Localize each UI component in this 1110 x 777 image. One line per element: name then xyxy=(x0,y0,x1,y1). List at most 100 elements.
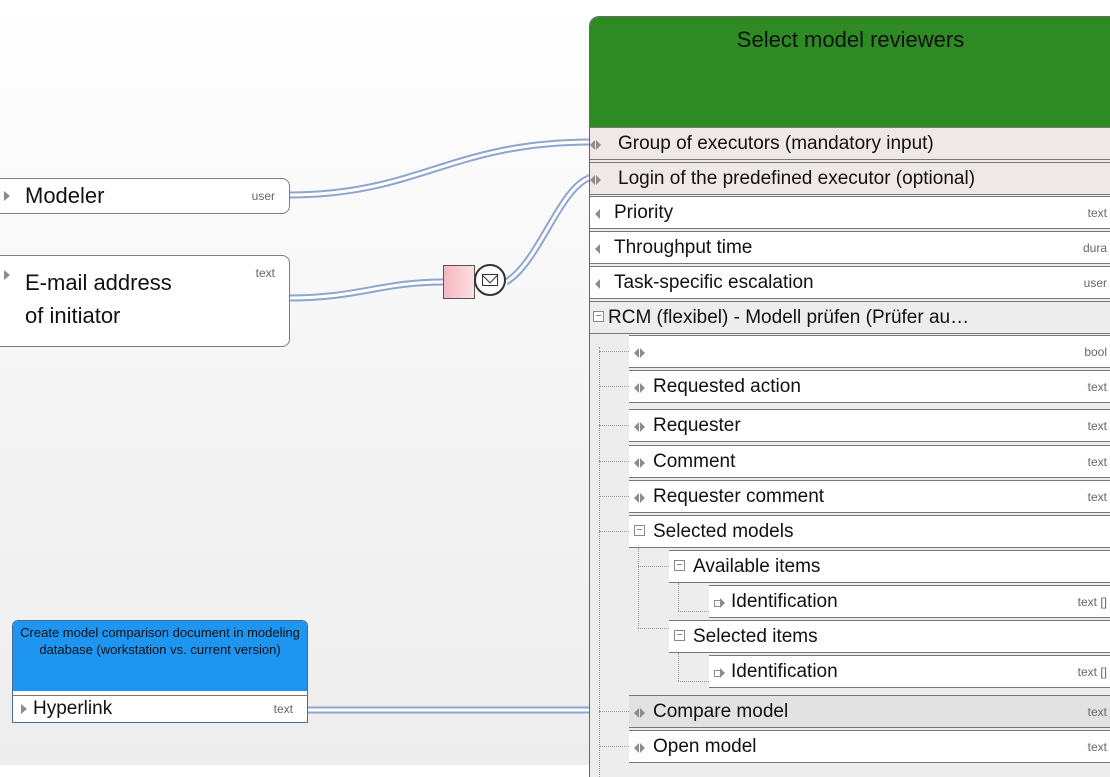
wire-modeler-to-group xyxy=(287,138,593,199)
tree-line xyxy=(599,496,629,497)
row-label: Selected models xyxy=(653,521,794,542)
bidirectional-icon xyxy=(634,421,646,433)
collapse-icon[interactable]: − xyxy=(674,560,685,571)
row-label: Comment xyxy=(653,451,736,472)
tree-line xyxy=(599,531,629,532)
modeler-object[interactable]: Modeler user xyxy=(0,178,290,214)
row-login-executor[interactable]: Login of the predefined executor (option… xyxy=(590,162,1110,195)
bidirectional-icon xyxy=(634,347,646,359)
input-arrow-icon xyxy=(4,270,10,280)
row-type: text xyxy=(1087,455,1107,469)
bidirectional-icon xyxy=(590,139,602,151)
row-selected-models[interactable]: − Selected models xyxy=(629,515,1110,548)
email-object[interactable]: E-mail address of initiator text xyxy=(0,255,290,347)
row-requester-comment[interactable]: Requester comment text xyxy=(629,480,1110,513)
tree-line xyxy=(638,628,669,629)
email-label-line2: of initiator xyxy=(25,303,121,328)
task-header: Select model reviewers xyxy=(590,17,1110,130)
row-type: text xyxy=(1087,206,1107,220)
bidirectional-icon xyxy=(634,457,646,469)
tree-line xyxy=(599,425,629,426)
tree-line xyxy=(678,583,679,611)
row-available-items[interactable]: − Available items xyxy=(669,550,1110,583)
row-rcm-form[interactable]: − RCM (flexibel) - Modell prüfen (Prüfer… xyxy=(590,301,1110,334)
row-identification-selected[interactable]: Identification text [] xyxy=(709,655,1110,688)
row-type: dura xyxy=(1082,241,1107,255)
task-object[interactable]: Select model reviewers Group of executor… xyxy=(589,16,1110,777)
row-open-model[interactable]: Open model text xyxy=(629,730,1110,763)
row-label: Open model xyxy=(653,736,757,757)
hyperlink-row[interactable]: Hyperlink text xyxy=(13,695,307,722)
tree-line xyxy=(599,351,629,352)
collapse-icon[interactable]: − xyxy=(593,311,604,322)
row-priority[interactable]: Priority text xyxy=(590,196,1110,229)
row-selected-items[interactable]: − Selected items xyxy=(669,620,1110,653)
collapse-icon[interactable]: − xyxy=(634,525,645,536)
collapse-icon[interactable]: − xyxy=(674,630,685,641)
row-task-escalation[interactable]: Task-specific escalation user xyxy=(590,266,1110,299)
row-label: Priority xyxy=(614,202,674,223)
identifier-icon xyxy=(714,597,726,609)
envelope-icon xyxy=(482,274,498,286)
tree-line xyxy=(638,548,639,628)
wire-email-to-message xyxy=(287,278,445,302)
function-object[interactable]: Create model comparison document in mode… xyxy=(12,620,308,723)
hyperlink-label: Hyperlink xyxy=(33,698,113,719)
tree-line xyxy=(638,566,669,567)
row-type: text xyxy=(1087,740,1107,754)
row-requester[interactable]: Requester text xyxy=(629,409,1110,442)
row-type: user xyxy=(1083,276,1107,290)
row-label: Requester xyxy=(653,415,741,436)
wire-message-to-login xyxy=(504,173,594,286)
tree-line xyxy=(599,746,629,747)
row-identification-available[interactable]: Identification text [] xyxy=(709,585,1110,618)
row-label: Requester comment xyxy=(653,486,825,507)
message-circle xyxy=(474,264,506,296)
row-label: RCM (flexibel) - Modell prüfen (Prüfer a… xyxy=(608,307,970,328)
row-group-of-executors[interactable]: Group of executors (mandatory input) xyxy=(590,127,1110,160)
tree-line xyxy=(599,711,629,712)
row-label: Selected items xyxy=(693,626,818,647)
input-arrow-icon xyxy=(593,243,605,255)
function-title: Create model comparison document in mode… xyxy=(13,621,307,691)
row-type: text xyxy=(1087,380,1107,394)
row-type: text xyxy=(1087,490,1107,504)
row-type: text xyxy=(1087,705,1107,719)
tree-line xyxy=(678,611,709,612)
message-rectangle xyxy=(443,265,475,299)
row-label: Group of executors (mandatory input) xyxy=(618,133,934,154)
bidirectional-icon xyxy=(634,707,646,719)
tree-line xyxy=(599,386,629,387)
row-label: Available items xyxy=(693,556,821,577)
identifier-icon xyxy=(714,667,726,679)
row-label: Login of the predefined executor (option… xyxy=(618,168,976,189)
modeler-type: user xyxy=(251,189,275,203)
row-type: text [] xyxy=(1077,665,1107,679)
output-arrow-icon xyxy=(21,704,27,714)
tree-line xyxy=(599,347,600,777)
modeler-label: Modeler xyxy=(25,183,105,208)
input-arrow-icon xyxy=(4,191,10,201)
row-throughput-time[interactable]: Throughput time dura xyxy=(590,231,1110,264)
bidirectional-icon xyxy=(634,492,646,504)
row-compare-model[interactable]: Compare model text xyxy=(629,695,1110,728)
row-label: Requested action xyxy=(653,376,801,397)
row-bool[interactable]: bool xyxy=(629,335,1110,368)
hyperlink-type: text xyxy=(273,702,293,716)
row-type: bool xyxy=(1084,345,1107,359)
row-comment[interactable]: Comment text xyxy=(629,445,1110,478)
row-label: Identification xyxy=(731,591,838,612)
tree-line xyxy=(678,653,679,681)
email-type: text xyxy=(255,266,275,280)
tree-line xyxy=(678,681,709,682)
row-label: Identification xyxy=(731,661,838,682)
bidirectional-icon xyxy=(590,174,602,186)
tree-line xyxy=(599,461,629,462)
bidirectional-icon xyxy=(634,382,646,394)
bidirectional-icon xyxy=(634,742,646,754)
row-type: text [] xyxy=(1077,595,1107,609)
row-label: Task-specific escalation xyxy=(614,272,814,293)
row-type: text xyxy=(1087,419,1107,433)
email-label-line1: E-mail address xyxy=(25,270,172,295)
row-requested-action[interactable]: Requested action text xyxy=(629,370,1110,403)
